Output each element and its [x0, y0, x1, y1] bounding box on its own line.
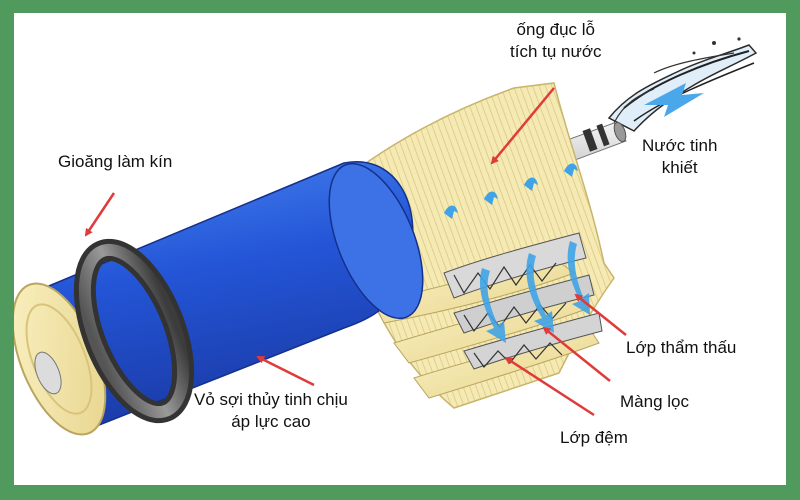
label-pure-water: Nước tinh khiết	[642, 136, 718, 177]
spacer-pointer	[504, 356, 595, 417]
ro-membrane-illustration	[14, 37, 758, 436]
membrane-pointer	[542, 326, 611, 382]
water-splash	[607, 37, 758, 132]
fiberglass-housing	[14, 161, 424, 436]
pure-water-flow-arrow	[644, 83, 704, 117]
label-fiberglass-housing: Vỏ sợi thủy tinh chịu áp lực cao	[194, 390, 348, 431]
gasket-pointer	[84, 192, 116, 237]
permeate-pointer	[574, 293, 627, 336]
label-membrane: Màng lọc	[620, 392, 689, 411]
diagram-canvas: Gioăng làm kín ống đục lỗ tích tụ nước N…	[14, 13, 786, 485]
label-perforated-tube: ống đục lỗ tích tụ nước	[510, 20, 602, 61]
tube-pointer	[490, 87, 555, 165]
label-spacer: Lớp đệm	[560, 428, 628, 447]
label-gasket: Gioăng làm kín	[58, 152, 173, 171]
leader-arrows	[84, 87, 627, 417]
label-permeate-layer: Lớp thẩm thấu	[626, 338, 737, 357]
housing-pointer	[256, 355, 315, 387]
